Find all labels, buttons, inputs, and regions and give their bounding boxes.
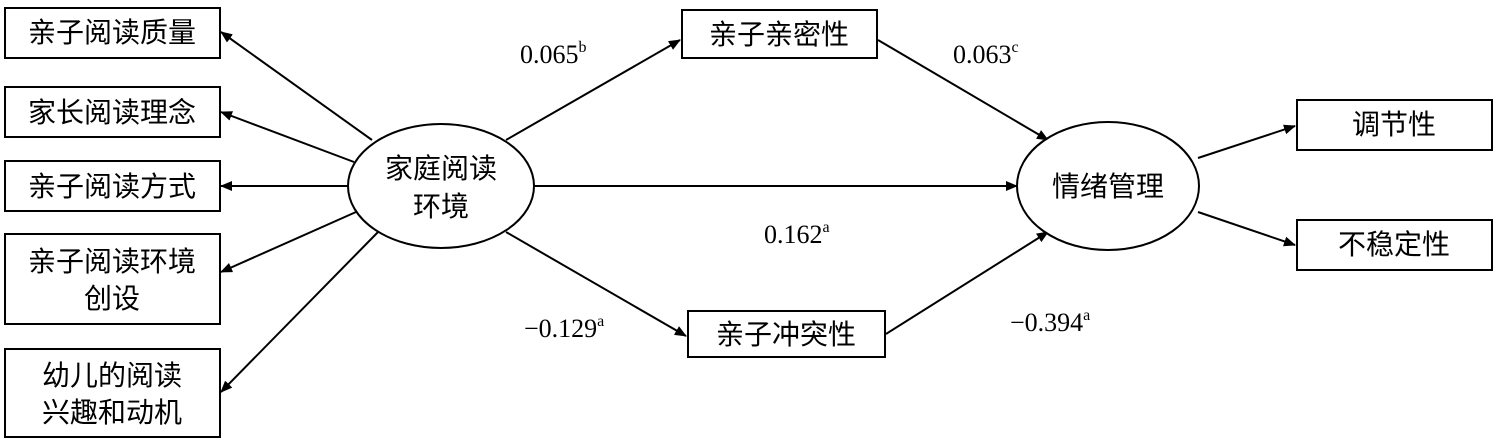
edge-home-to-closeness — [505, 39, 681, 141]
indicator-environment-label-line1: 亲子阅读环境 — [28, 245, 196, 278]
indicator-regulation-label: 调节性 — [1352, 108, 1436, 141]
coef-closeness-to-emotion: 0.063c — [953, 39, 1019, 69]
indicator-environment: 亲子阅读环境 创设 — [4, 233, 221, 325]
coef-home-to-conflict: −0.129a — [524, 313, 604, 343]
latent-home-environment: 家庭阅读 环境 — [347, 123, 535, 249]
indicator-interest: 幼儿的阅读 兴趣和动机 — [4, 348, 221, 438]
indicator-method: 亲子阅读方式 — [4, 160, 221, 212]
edge-home-to-concept — [220, 111, 355, 163]
indicator-concept: 家长阅读理念 — [4, 86, 221, 138]
edge-home-to-conflict — [505, 231, 687, 337]
edge-home-to-interest — [220, 229, 381, 393]
edge-closeness-to-emotion — [877, 39, 1049, 141]
indicator-concept-label: 家长阅读理念 — [28, 96, 196, 129]
coef-home-to-closeness: 0.065b — [520, 39, 587, 69]
indicator-interest-label-line1: 幼儿的阅读 — [42, 359, 182, 392]
mediator-conflict-label: 亲子冲突性 — [716, 318, 856, 351]
indicator-method-label: 亲子阅读方式 — [28, 170, 196, 203]
edges-home-to-indicators — [220, 31, 381, 393]
latent-emotion-label: 情绪管理 — [1052, 170, 1164, 203]
edge-emotion-to-regulation — [1197, 124, 1296, 159]
latent-home-label-line2: 环境 — [413, 190, 469, 223]
coef-home-to-emotion: 0.162a — [764, 219, 830, 249]
edges-emotion-to-indicators — [1197, 124, 1296, 247]
latent-home-label-line1: 家庭阅读 — [385, 152, 497, 185]
indicator-interest-label-line2: 兴趣和动机 — [42, 396, 182, 429]
coef-conflict-to-emotion: −0.394a — [1010, 307, 1090, 337]
indicator-quality-label: 亲子阅读质量 — [28, 16, 196, 49]
indicator-environment-label-line2: 创设 — [84, 282, 140, 315]
indicator-instability: 不稳定性 — [1296, 219, 1493, 271]
mediator-closeness: 亲子亲密性 — [681, 9, 878, 59]
edge-home-to-environment — [220, 211, 357, 273]
indicator-regulation: 调节性 — [1296, 99, 1493, 151]
indicator-quality: 亲子阅读质量 — [4, 7, 221, 59]
edge-emotion-to-instability — [1197, 211, 1296, 247]
edges-structural — [505, 39, 1049, 337]
edge-conflict-to-emotion — [885, 231, 1049, 335]
latent-emotion-management: 情绪管理 — [1016, 121, 1200, 251]
mediator-closeness-label: 亲子亲密性 — [709, 18, 849, 51]
indicator-instability-label: 不稳定性 — [1338, 228, 1450, 261]
edge-home-to-quality — [220, 31, 373, 141]
mediator-conflict: 亲子冲突性 — [687, 310, 886, 358]
